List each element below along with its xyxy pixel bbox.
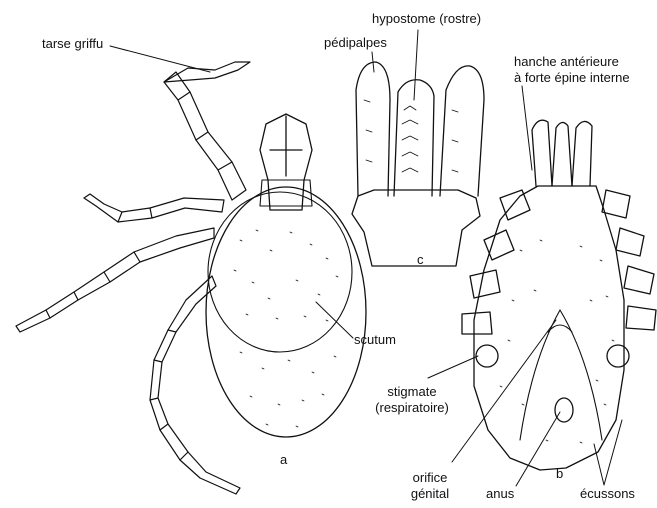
body-outline-b [474, 186, 624, 470]
legs-a [16, 62, 250, 494]
scutum-a [208, 192, 352, 352]
basis-capituli-c [352, 190, 480, 266]
ventral-view-b [462, 120, 656, 470]
leader-lines [110, 30, 622, 486]
label-stigmate-line1: stigmate [364, 384, 460, 399]
label-tarse-griffu: tarse griffu [42, 36, 103, 51]
label-view-b: b [556, 466, 563, 481]
label-scutum: scutum [354, 332, 396, 347]
label-ecussons: écussons [580, 486, 635, 501]
genital-groove-b [520, 310, 602, 440]
rostre-view-c [352, 62, 484, 266]
dorsal-view-a [16, 62, 366, 494]
label-pedipalpes: pédipalpes [324, 35, 387, 50]
label-hanche-line2: à forte épine interne [514, 70, 630, 85]
label-hanche-line1: hanche antérieure [514, 54, 619, 69]
label-orifice-line1: orifice [402, 470, 458, 485]
label-anus: anus [486, 486, 514, 501]
label-hypostome: hypostome (rostre) [372, 11, 481, 26]
label-orifice-line2: génital [398, 486, 462, 501]
anus-b [555, 398, 573, 422]
label-view-c: c [417, 252, 424, 267]
label-view-a: a [280, 452, 287, 467]
stipple-a [234, 230, 338, 427]
label-stigmate-line2: (respiratoire) [364, 400, 460, 415]
stigmate-b [476, 345, 498, 367]
